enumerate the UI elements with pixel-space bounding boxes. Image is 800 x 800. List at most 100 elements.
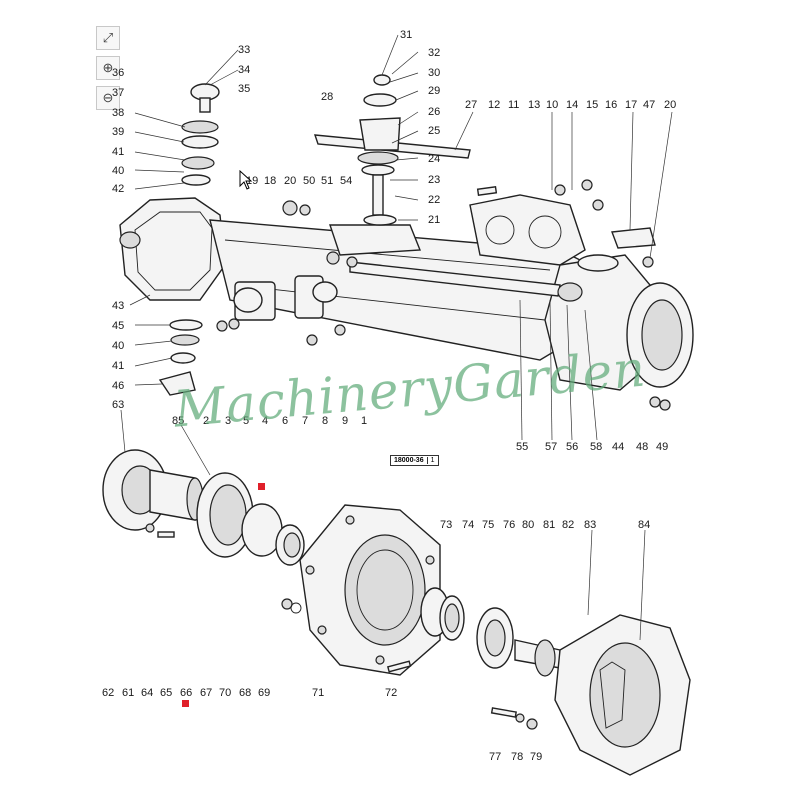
- label-66: 66: [180, 687, 192, 699]
- mouse-cursor-icon: [239, 170, 253, 190]
- fullscreen-button[interactable]: ⤢: [96, 26, 120, 50]
- label-45: 45: [112, 320, 124, 332]
- label-20a: 20: [664, 99, 676, 111]
- label-61: 61: [122, 687, 134, 699]
- label-41b: 41: [112, 360, 124, 372]
- label-27: 27: [465, 99, 477, 111]
- label-72: 72: [385, 687, 397, 699]
- label-7: 7: [302, 415, 308, 427]
- label-16: 16: [605, 99, 617, 111]
- label-70: 70: [219, 687, 231, 699]
- label-46: 46: [112, 380, 124, 392]
- label-3: 3: [225, 415, 231, 427]
- label-38: 38: [112, 107, 124, 119]
- label-48: 48: [636, 441, 648, 453]
- label-55: 55: [516, 441, 528, 453]
- label-58: 58: [590, 441, 602, 453]
- leader-lines: [120, 34, 673, 641]
- label-31: 31: [400, 29, 412, 41]
- label-22: 22: [428, 194, 440, 206]
- label-50: 50: [303, 175, 315, 187]
- label-64: 64: [141, 687, 153, 699]
- label-62: 62: [102, 687, 114, 699]
- label-36: 36: [112, 67, 124, 79]
- zoom-out-button[interactable]: ⊖: [96, 86, 120, 110]
- label-25: 25: [428, 125, 440, 137]
- label-85: 85: [172, 415, 184, 427]
- label-32: 32: [428, 47, 440, 59]
- label-4: 4: [262, 415, 268, 427]
- label-34: 34: [238, 64, 250, 76]
- zoom-in-icon: ⊕: [102, 60, 114, 75]
- label-49: 49: [656, 441, 668, 453]
- label-77: 77: [489, 751, 501, 763]
- label-43: 43: [112, 300, 124, 312]
- zoom-in-button[interactable]: ⊕: [96, 56, 120, 80]
- label-8: 8: [322, 415, 328, 427]
- label-84: 84: [638, 519, 650, 531]
- fullscreen-icon: ⤢: [102, 30, 114, 45]
- label-12: 12: [488, 99, 500, 111]
- label-5: 5: [243, 415, 249, 427]
- label-10: 10: [546, 99, 558, 111]
- label-44: 44: [612, 441, 624, 453]
- label-76: 76: [503, 519, 515, 531]
- label-82: 82: [562, 519, 574, 531]
- label-47: 47: [643, 99, 655, 111]
- label-79: 79: [530, 751, 542, 763]
- label-19: 19: [246, 175, 258, 187]
- label-54: 54: [340, 175, 352, 187]
- label-14: 14: [566, 99, 578, 111]
- label-18: 18: [264, 175, 276, 187]
- label-71: 71: [312, 687, 324, 699]
- label-9: 9: [342, 415, 348, 427]
- viewer-toolbar: ⤢ ⊕ ⊖: [96, 26, 126, 110]
- label-56: 56: [566, 441, 578, 453]
- part-labels: 33 34 35 36 37 38 39 41 40 42 43 45 40 4…: [102, 29, 676, 763]
- label-81: 81: [543, 519, 555, 531]
- label-35: 35: [238, 83, 250, 95]
- label-23: 23: [428, 174, 440, 186]
- label-73: 73: [440, 519, 452, 531]
- label-24: 24: [428, 153, 440, 165]
- label-11: 11: [508, 99, 519, 111]
- label-75: 75: [482, 519, 494, 531]
- label-42: 42: [112, 183, 124, 195]
- label-39: 39: [112, 126, 124, 138]
- marker-square-upper: [258, 483, 265, 490]
- label-2: 2: [203, 415, 209, 427]
- label-1: 1: [361, 415, 367, 427]
- label-41a: 41: [112, 146, 124, 158]
- label-33: 33: [238, 44, 250, 56]
- label-51: 51: [321, 175, 333, 187]
- zoom-out-icon: ⊖: [102, 90, 114, 105]
- label-67: 67: [200, 687, 212, 699]
- label-20b: 20: [284, 175, 296, 187]
- label-17: 17: [625, 99, 637, 111]
- label-30: 30: [428, 67, 440, 79]
- label-21: 21: [428, 214, 440, 226]
- label-69: 69: [258, 687, 270, 699]
- marker-square-lower: [182, 700, 189, 707]
- label-28: 28: [321, 91, 333, 103]
- label-68: 68: [239, 687, 251, 699]
- label-57: 57: [545, 441, 557, 453]
- label-63: 63: [112, 399, 124, 411]
- drawing-sheet: 1: [426, 457, 435, 464]
- label-6: 6: [282, 415, 288, 427]
- label-83: 83: [584, 519, 596, 531]
- final-drive-assembly: [102, 449, 691, 776]
- label-15: 15: [586, 99, 598, 111]
- label-74: 74: [462, 519, 474, 531]
- label-40a: 40: [112, 165, 124, 177]
- label-40b: 40: [112, 340, 124, 352]
- drawing-code: 18000-36: [394, 457, 424, 464]
- label-78: 78: [511, 751, 523, 763]
- label-65: 65: [160, 687, 172, 699]
- label-29: 29: [428, 85, 440, 97]
- label-13: 13: [528, 99, 540, 111]
- label-80: 80: [522, 519, 534, 531]
- label-37: 37: [112, 87, 124, 99]
